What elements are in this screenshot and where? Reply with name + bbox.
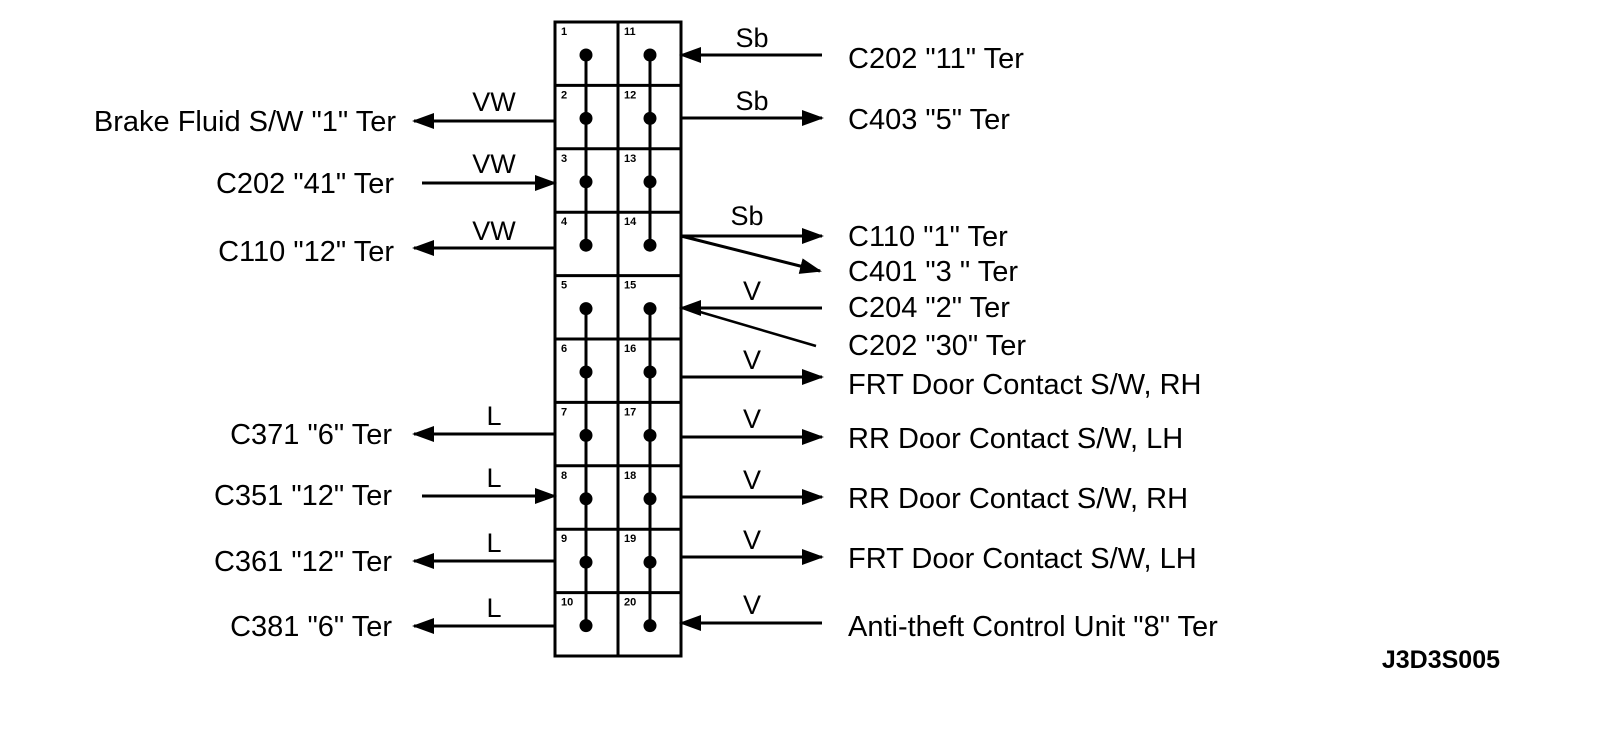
wire-label-pin14: Sb (730, 201, 763, 231)
pin-dot (579, 238, 593, 252)
left-connection-labels: Brake Fluid S/W "1" Ter C202 "41" Ter C1… (94, 106, 396, 643)
right-wires (679, 47, 824, 631)
pin-number: 7 (561, 406, 567, 418)
conn-label-pin18: RR Door Contact S/W, RH (848, 483, 1188, 515)
pin-number: 1 (561, 26, 567, 38)
conn-label-pin4: C110 "12" Ter (218, 236, 394, 268)
wire-label-pin18: V (743, 465, 761, 495)
conn-label-pin12: C403 "5" Ter (848, 104, 1010, 136)
conn-label-pin14a: C110 "1" Ter (848, 221, 1008, 253)
pin-number: 20 (624, 597, 636, 609)
pin-dot (579, 428, 593, 442)
pin-number: 10 (561, 597, 573, 609)
wire-label-pin16: V (743, 345, 761, 375)
pin-dot (643, 302, 657, 316)
pin-dot (579, 619, 593, 633)
left-wire-labels: VW VW VW L L L L (472, 87, 516, 623)
pin-dot (643, 175, 657, 189)
pin-number: 18 (624, 470, 636, 482)
conn-label-pin15b: C202 "30" Ter (848, 330, 1026, 362)
pin-number: 8 (561, 470, 567, 482)
pin-number: 19 (624, 533, 636, 545)
wire-pin15b (689, 307, 817, 348)
pin-number: 5 (561, 280, 567, 292)
wire-label-pin12: Sb (735, 86, 768, 116)
pin-number: 4 (561, 216, 568, 228)
pin-number: 2 (561, 89, 567, 101)
pin-number: 14 (624, 216, 637, 228)
pin-number: 17 (624, 406, 636, 418)
pin-number: 16 (624, 343, 636, 355)
pin-dot (579, 555, 593, 569)
wire-label-pin9: L (486, 528, 501, 558)
right-wire-labels: Sb Sb Sb V V V V V V (730, 23, 768, 620)
wire-label-pin15: V (743, 276, 761, 306)
pin-dot (643, 365, 657, 379)
conn-label-pin17: RR Door Contact S/W, LH (848, 423, 1183, 455)
pin-number: 13 (624, 153, 636, 165)
conn-label-pin10: C381 "6" Ter (230, 611, 392, 643)
pin-dots (579, 48, 657, 633)
pin-dot (579, 302, 593, 316)
conn-label-pin9: C361 "12" Ter (214, 546, 392, 578)
wire-label-pin8: L (486, 463, 501, 493)
wire-label-pin20: V (743, 590, 761, 620)
right-connection-labels: C202 "11" Ter C403 "5" Ter C110 "1" Ter … (848, 43, 1218, 643)
conn-label-pin8: C351 "12" Ter (214, 480, 392, 512)
pin-number: 12 (624, 89, 636, 101)
pin-dot (579, 365, 593, 379)
conn-label-pin20: Anti-theft Control Unit "8" Ter (848, 611, 1218, 643)
conn-label-pin15a: C204 "2" Ter (848, 292, 1010, 324)
pin-number: 15 (624, 280, 636, 292)
pin-dot (579, 48, 593, 62)
conn-label-pin7: C371 "6" Ter (230, 419, 392, 451)
pin-number: 9 (561, 533, 567, 545)
conn-label-pin14b: C401 "3 " Ter (848, 256, 1018, 288)
pin-number: 6 (561, 343, 567, 355)
conn-label-pin19: FRT Door Contact S/W, LH (848, 543, 1197, 575)
conn-label-pin16: FRT Door Contact S/W, RH (848, 369, 1201, 401)
wire-pin14b (680, 234, 822, 274)
pin-dot (643, 619, 657, 633)
wire-label-pin2: VW (472, 87, 516, 117)
pin-number: 3 (561, 153, 567, 165)
wire-label-pin4: VW (472, 216, 516, 246)
wire-label-pin19: V (743, 525, 761, 555)
pin-dot (579, 111, 593, 125)
wire-label-pin3: VW (472, 149, 516, 179)
pin-dot (643, 48, 657, 62)
wire-label-pin11: Sb (735, 23, 768, 53)
pin-number: 11 (624, 26, 636, 38)
conn-label-pin11: C202 "11" Ter (848, 43, 1024, 75)
wire-label-pin17: V (743, 404, 761, 434)
pin-dot (643, 111, 657, 125)
connector-row-dividers (555, 83, 681, 595)
pin-dot (643, 238, 657, 252)
conn-label-pin2: Brake Fluid S/W "1" Ter (94, 106, 396, 138)
wire-label-pin7: L (486, 401, 501, 431)
pin-dot (579, 175, 593, 189)
left-wires (412, 113, 557, 634)
wire-label-pin10: L (486, 593, 501, 623)
pin-dot (643, 428, 657, 442)
pin-dot (579, 492, 593, 506)
pin-dot (643, 492, 657, 506)
conn-label-pin3: C202 "41" Ter (216, 168, 394, 200)
pin-dot (643, 555, 657, 569)
figure-id: J3D3S005 (1382, 646, 1500, 674)
